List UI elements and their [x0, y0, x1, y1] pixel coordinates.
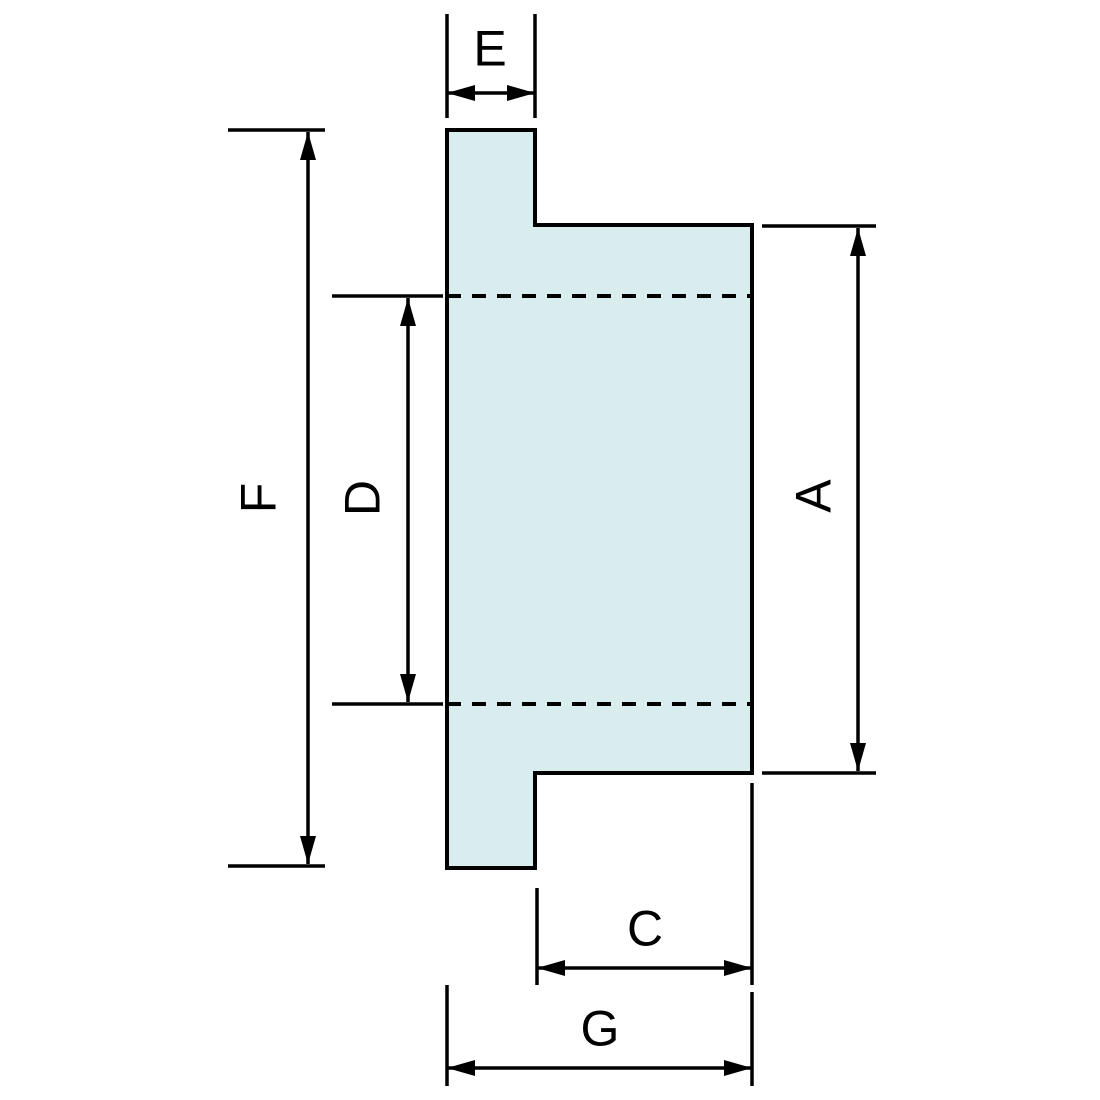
dim-label-D: D	[335, 480, 391, 516]
dimension-A: A	[762, 224, 876, 775]
dimension-C: C	[535, 783, 754, 985]
dim-label-E: E	[473, 21, 506, 77]
dimension-G: G	[445, 985, 754, 1086]
part-cross-section	[445, 128, 754, 870]
dim-label-F: F	[231, 483, 287, 514]
dim-label-C: C	[627, 901, 663, 957]
dimension-D: D	[332, 294, 443, 706]
dimension-F: F	[228, 128, 325, 868]
dim-label-A: A	[786, 479, 842, 513]
dimension-E: E	[445, 14, 537, 118]
dim-label-G: G	[581, 1001, 620, 1057]
